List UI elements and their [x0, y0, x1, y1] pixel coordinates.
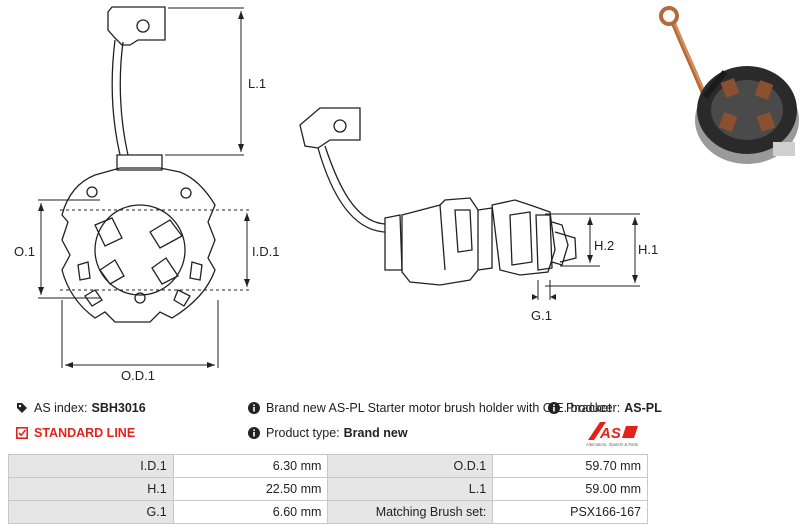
as-index-label: AS index: — [34, 401, 88, 415]
as-index-row: AS index: SBH3016 — [16, 401, 146, 415]
logo-tagline: Alternators, Starters & Parts — [586, 442, 638, 447]
product-type-label: Product type: — [266, 426, 340, 440]
producer-label: Producer: — [566, 401, 621, 415]
description-row: Brand new AS-PL Starter motor brush hold… — [248, 401, 612, 415]
spec-value: 59.70 mm — [492, 454, 648, 478]
spec-key: H.1 — [8, 477, 174, 501]
standard-line-row: STANDARD LINE — [16, 426, 135, 440]
dim-h2-label: H.2 — [594, 238, 614, 253]
tag-icon — [17, 403, 27, 413]
dim-h1-label: H.1 — [638, 242, 658, 257]
spec-key: G.1 — [8, 500, 174, 524]
table-row: I.D.1 6.30 mm O.D.1 59.70 mm — [8, 454, 648, 478]
description-text: Brand new AS-PL Starter motor brush hold… — [266, 401, 612, 415]
info-icon — [548, 402, 560, 414]
table-row: G.1 6.60 mm Matching Brush set: PSX166-1… — [8, 500, 648, 524]
as-index-value: SBH3016 — [91, 401, 146, 415]
front-view — [61, 6, 216, 323]
dim-g1-label: G.1 — [531, 308, 552, 323]
spec-key: Matching Brush set: — [327, 500, 494, 524]
producer-value: AS-PL — [624, 401, 662, 415]
spec-value: 59.00 mm — [492, 477, 648, 501]
dim-o1-label: O.1 — [14, 244, 35, 259]
product-type-row: Product type: Brand new — [248, 426, 408, 440]
standard-line-label: STANDARD LINE — [34, 426, 136, 440]
technical-drawing: L.1 O.1 I.D.1 O.D.1 H.1 H.2 G.1 — [14, 6, 658, 383]
specs-table: I.D.1 6.30 mm O.D.1 59.70 mm H.1 22.50 m… — [8, 454, 648, 524]
product-type-value: Brand new — [343, 426, 408, 440]
as-pl-logo: AS Alternators, Starters & Parts — [586, 422, 638, 447]
spec-value: 6.60 mm — [172, 500, 329, 524]
spec-key: I.D.1 — [8, 454, 174, 478]
producer-row: Producer: AS-PL — [548, 401, 662, 415]
side-view — [299, 107, 577, 286]
logo-text: AS — [599, 425, 621, 442]
table-row: H.1 22.50 mm L.1 59.00 mm — [8, 477, 648, 501]
checkbox-icon — [16, 427, 28, 439]
spec-value: PSX166-167 — [492, 500, 648, 524]
info-icon — [248, 427, 260, 439]
dim-l1-label: L.1 — [248, 76, 266, 91]
product-photo — [659, 6, 799, 164]
spec-value: 6.30 mm — [172, 454, 329, 478]
info-icon — [248, 402, 260, 414]
spec-value: 22.50 mm — [172, 477, 329, 501]
spec-key: O.D.1 — [327, 454, 494, 478]
dim-id1-label: I.D.1 — [252, 244, 279, 259]
dim-od1-label: O.D.1 — [121, 368, 155, 383]
spec-key: L.1 — [327, 477, 494, 501]
